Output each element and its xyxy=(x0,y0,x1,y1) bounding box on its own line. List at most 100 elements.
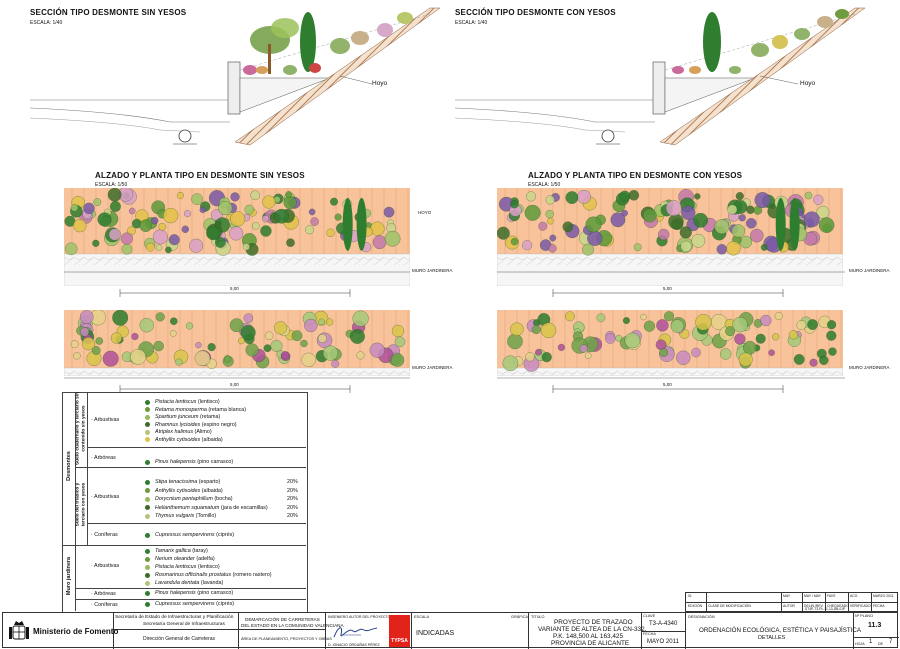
legend-plant-icon xyxy=(145,513,150,519)
plant-symbol xyxy=(169,330,177,337)
legend-sub-con-yesos: Suelo del triásico y terciario con yesos xyxy=(75,482,87,527)
plant-symbol xyxy=(326,228,335,237)
revision-header: DELIN./REV. xyxy=(804,604,824,608)
legend-cat-coniferas: · Coníferas xyxy=(91,532,118,538)
plant-symbol xyxy=(326,318,334,326)
legend-group-desmontes: Desmontes xyxy=(66,451,72,481)
plant-symbol xyxy=(181,225,189,233)
plant-symbol xyxy=(243,313,254,323)
plant-symbol xyxy=(120,232,133,245)
legend-species: Anthyllis cytisoides (albaida) xyxy=(155,487,223,494)
hoja-label: HOJA xyxy=(855,642,865,646)
plant-symbol xyxy=(73,352,81,360)
ministerio-label: Ministerio de Fomento xyxy=(33,627,119,636)
plant-symbol xyxy=(754,192,771,209)
wall-strip xyxy=(64,367,410,376)
plant-symbol xyxy=(676,350,691,365)
demarcacion-1: DEMARCACIÓN DE CARRETERAS xyxy=(245,617,320,622)
plant-symbol xyxy=(151,216,159,225)
plant-symbol xyxy=(547,217,554,225)
legend-plant-icon xyxy=(145,422,150,427)
plant-symbol xyxy=(670,319,684,333)
plant-symbol xyxy=(108,228,121,241)
plant-symbol xyxy=(610,212,626,228)
plant-symbol xyxy=(191,193,203,205)
plant-symbol xyxy=(819,355,829,365)
plant-symbol xyxy=(680,240,692,253)
plant-symbol xyxy=(308,208,316,216)
plant-symbol xyxy=(240,325,256,341)
plano-code: ST4P-T3-PL-11-13-AN-01P xyxy=(805,607,846,611)
hoyo-tag-left: HOYO xyxy=(418,210,432,215)
section-scale-right: ESCALA: 1/40 xyxy=(455,20,488,26)
legend-species: Cupressus sempervirens (ciprés) xyxy=(155,532,235,538)
plant-symbol xyxy=(538,221,548,231)
legend-plant-icon xyxy=(145,437,150,442)
legend-plant-icon xyxy=(145,429,150,435)
plant-symbol xyxy=(207,343,216,352)
legend-group-muro: Muro jardinera xyxy=(66,556,72,596)
revision-cell: MARZO 2011 xyxy=(873,594,894,598)
legend-species: Cupressus sempervirens (ciprés) xyxy=(155,601,235,607)
plant-symbol xyxy=(70,340,79,349)
plant-symbol xyxy=(214,237,226,248)
plant-symbol xyxy=(642,208,657,223)
elevation-title-right: ALZADO Y PLANTA TIPO EN DESMONTE CON YES… xyxy=(528,171,743,180)
designacion-line-2: DETALLES xyxy=(758,635,786,641)
legend-species: Pistacia lentiscus (lentisco) xyxy=(155,399,220,405)
cypress-symbol xyxy=(775,197,786,251)
legend-species: Stipa tenacissima (esparto) xyxy=(155,479,221,485)
plant-symbol xyxy=(214,221,222,229)
plant-symbol xyxy=(827,320,837,330)
plant-symbol xyxy=(807,319,818,330)
plant-symbol xyxy=(640,313,647,321)
plant-symbol xyxy=(522,240,533,251)
plant-symbol xyxy=(540,322,557,339)
plant-symbol xyxy=(270,339,283,352)
legend-plant-icon xyxy=(145,399,150,405)
plant-symbol xyxy=(502,355,519,372)
plant-symbol xyxy=(760,314,772,327)
revision-header: CHEQUEADO xyxy=(827,604,849,608)
ingeniero-label: INGENIERO AUTOR DEL PROYECTO xyxy=(328,615,391,619)
elevation-scale-right: ESCALA: 1/50 xyxy=(528,182,561,188)
plant-symbol xyxy=(131,332,139,341)
engineer-signature xyxy=(333,627,378,638)
plant-symbol xyxy=(738,352,753,367)
plant-symbol xyxy=(510,237,519,246)
spain-coat-of-arms-icon xyxy=(9,621,29,640)
clave-label: CLAVE xyxy=(643,614,656,618)
plant-symbol xyxy=(206,226,221,241)
plant-symbol xyxy=(250,190,260,201)
plant-symbol xyxy=(322,345,339,361)
plant-symbol xyxy=(679,226,692,239)
section-title-left: SECCIÓN TIPO DESMONTE SIN YESOS xyxy=(30,8,187,17)
plant-symbol xyxy=(330,197,338,206)
plant-symbol xyxy=(145,242,155,252)
legend-species: Rosmarinus officinalis prostatus (romero… xyxy=(155,572,272,578)
elevation-scale-left: ESCALA: 1/50 xyxy=(95,182,128,188)
plant-symbol xyxy=(788,330,798,340)
plant-symbol xyxy=(139,318,154,333)
plant-symbol xyxy=(83,202,95,215)
plant-symbol xyxy=(526,191,536,202)
legend-species: Rhamnus lycioides (espino negro) xyxy=(155,421,237,428)
legend-plant-icon xyxy=(145,548,150,554)
plant-symbol xyxy=(155,312,165,322)
legend-species: Pinus halepensis (pino carrasco) xyxy=(155,590,234,596)
muro-tag-lower-right: MURO JARDINERA xyxy=(849,365,890,370)
legend-plant-icon xyxy=(145,505,150,510)
plant-symbol xyxy=(691,347,701,358)
hoyo-label-right: Hoyo xyxy=(800,80,816,87)
plant-symbol xyxy=(91,346,101,355)
plant-symbol xyxy=(199,206,206,214)
plano-label: Nº PLANO xyxy=(855,614,874,618)
plant-symbol xyxy=(318,318,325,326)
plant-symbol xyxy=(352,310,369,327)
proyecto-line-2: VARIANTE DE ALTEA DE LA CN-332. xyxy=(538,626,647,633)
hoja-value: 1 xyxy=(869,639,873,645)
plant-symbol xyxy=(81,337,96,351)
designacion-line-1: ORDENACIÓN ECOLÓGICA, ESTÉTICA Y PAISAJÍ… xyxy=(699,627,861,634)
plant-symbol xyxy=(656,319,669,332)
clave-value: T3-A-4340 xyxy=(649,621,678,627)
